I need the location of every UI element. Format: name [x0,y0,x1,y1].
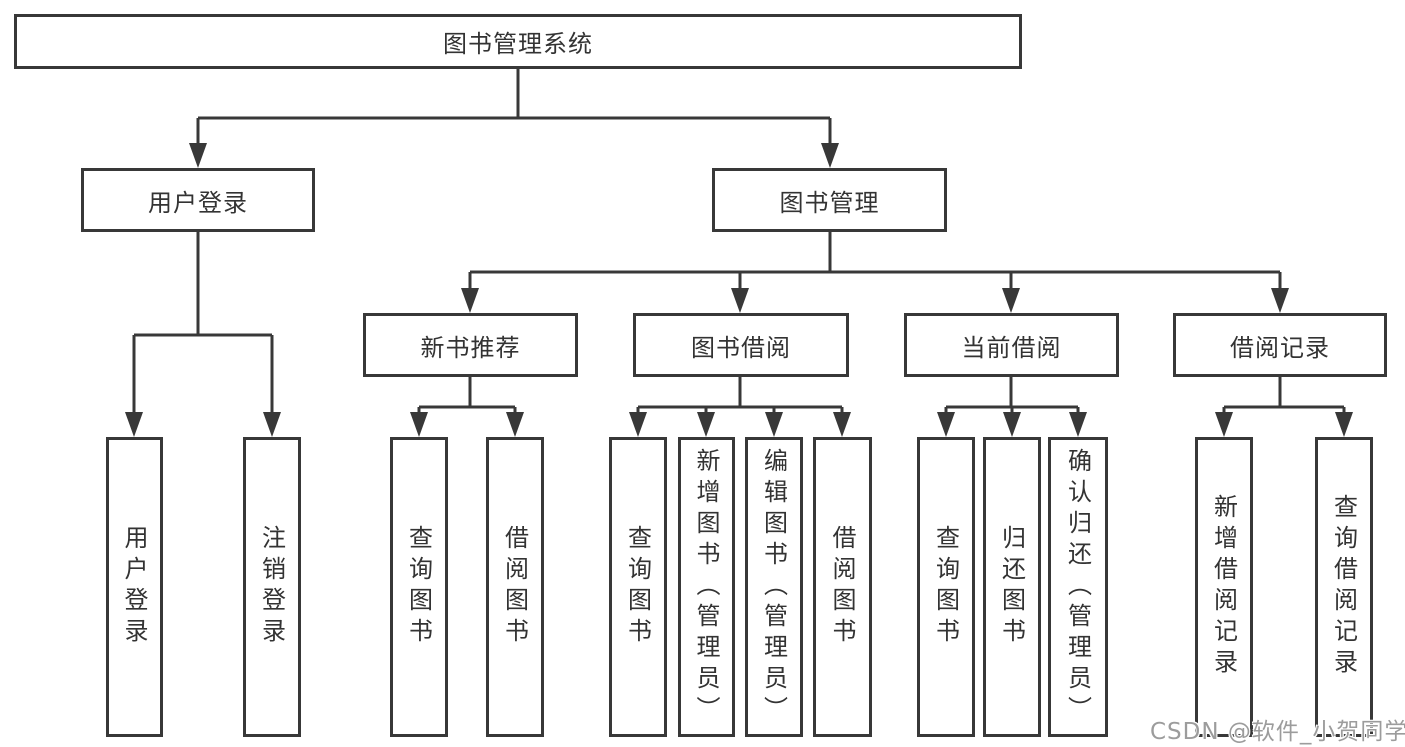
leaf-current-confirm-return-admin: 确认归还（管理员） [1048,437,1108,737]
node-book-borrowing: 图书借阅 [633,313,849,377]
leaf-recommend-borrow-book: 借阅图书 [486,437,544,737]
node-new-book-recommend: 新书推荐 [363,313,578,377]
leaf-borrowing-add-book-admin: 新增图书（管理员） [678,437,735,737]
leaf-records-query-record: 查询借阅记录 [1315,437,1373,737]
leaf-logout: 注销登录 [243,437,301,737]
leaf-current-return-book: 归还图书 [983,437,1041,737]
leaf-borrowing-query-book: 查询图书 [609,437,667,737]
csdn-watermark: CSDN @软件_小贺同学 [1150,719,1405,745]
node-book-management: 图书管理 [712,168,947,232]
leaf-borrowing-borrow-book: 借阅图书 [813,437,872,737]
node-borrow-records: 借阅记录 [1173,313,1387,377]
node-current-borrowing: 当前借阅 [904,313,1119,377]
tree-edges [132,69,1346,415]
arrow-down-icon [125,143,1353,437]
leaf-current-query-book: 查询图书 [917,437,975,737]
node-library-management-system: 图书管理系统 [14,14,1022,69]
leaf-borrowing-edit-book-admin: 编辑图书（管理员） [745,437,803,737]
leaf-records-add-record: 新增借阅记录 [1195,437,1253,737]
leaf-user-login: 用户登录 [106,437,163,737]
leaf-recommend-query-book: 查询图书 [390,437,448,737]
node-user-login: 用户登录 [81,168,315,232]
